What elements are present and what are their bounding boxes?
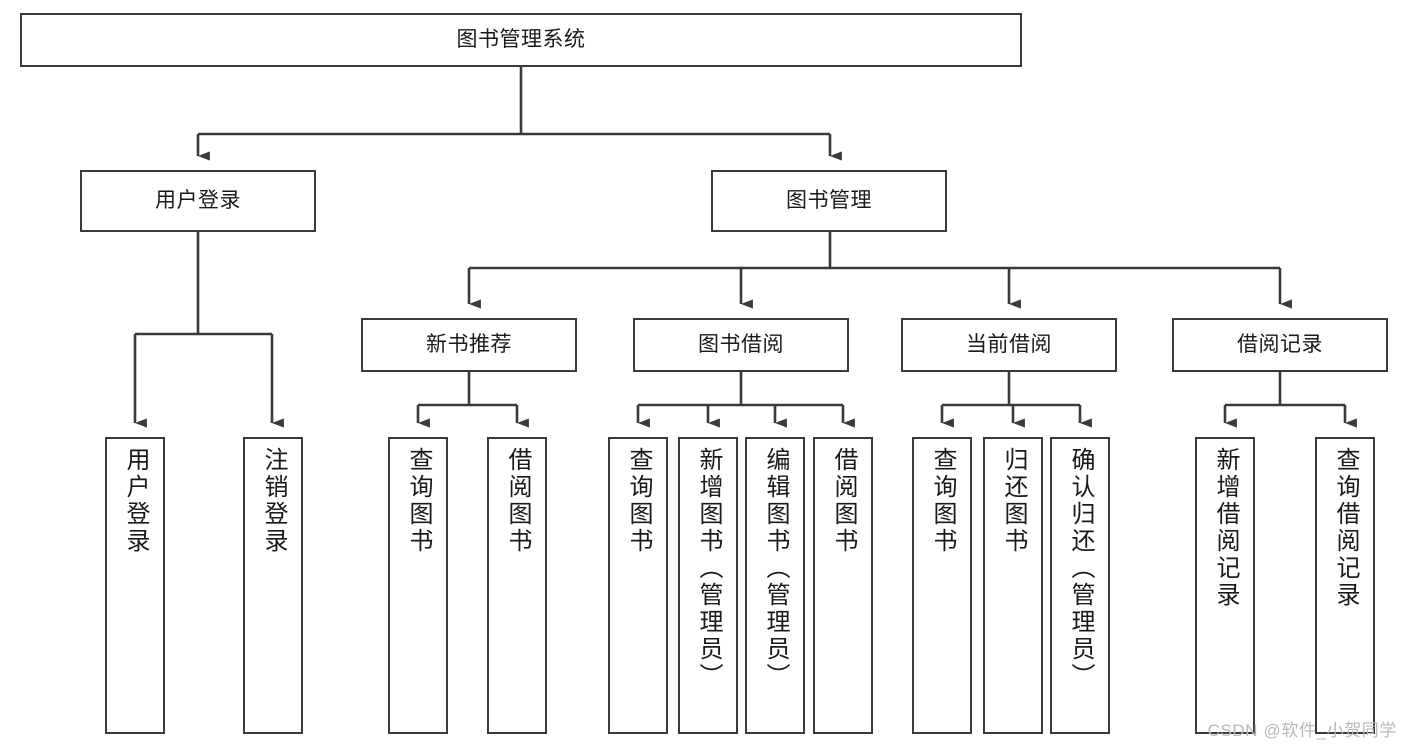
leaf-confirm-return-admin-label: 确认归还（管理员）	[1067, 447, 1094, 690]
node-new-book-recommend-label: 新书推荐	[426, 332, 512, 356]
leaf-query-book-recommend-label: 查询图书	[405, 447, 432, 555]
leaf-query-book-current[interactable]: 查询图书	[912, 437, 972, 734]
leaf-query-borrow-record[interactable]: 查询借阅记录	[1315, 437, 1375, 734]
node-book-management-label: 图书管理	[786, 188, 872, 212]
leaf-query-book-borrow-label: 查询图书	[625, 447, 652, 555]
leaf-query-book-current-label: 查询图书	[929, 447, 956, 555]
leaf-logout[interactable]: 注销登录	[243, 437, 303, 734]
leaf-logout-label: 注销登录	[260, 447, 287, 555]
node-book-borrow-label: 图书借阅	[698, 332, 784, 356]
node-new-book-recommend[interactable]: 新书推荐	[361, 318, 577, 372]
node-root[interactable]: 图书管理系统	[20, 13, 1022, 67]
leaf-edit-book-admin[interactable]: 编辑图书（管理员）	[745, 437, 805, 734]
node-book-borrow[interactable]: 图书借阅	[633, 318, 849, 372]
node-borrow-record[interactable]: 借阅记录	[1172, 318, 1388, 372]
node-current-borrow[interactable]: 当前借阅	[901, 318, 1117, 372]
leaf-add-book-admin-label: 新增图书（管理员）	[695, 447, 722, 690]
leaf-add-borrow-record[interactable]: 新增借阅记录	[1195, 437, 1255, 734]
leaf-borrow-book[interactable]: 借阅图书	[813, 437, 873, 734]
leaf-user-login-label: 用户登录	[122, 447, 149, 555]
leaf-add-book-admin[interactable]: 新增图书（管理员）	[678, 437, 738, 734]
leaf-user-login[interactable]: 用户登录	[105, 437, 165, 734]
leaf-borrow-book-recommend[interactable]: 借阅图书	[487, 437, 547, 734]
node-user-login[interactable]: 用户登录	[80, 170, 316, 232]
node-current-borrow-label: 当前借阅	[966, 332, 1052, 356]
leaf-query-book-borrow[interactable]: 查询图书	[608, 437, 668, 734]
leaf-query-book-recommend[interactable]: 查询图书	[388, 437, 448, 734]
node-borrow-record-label: 借阅记录	[1237, 332, 1323, 356]
leaf-confirm-return-admin[interactable]: 确认归还（管理员）	[1050, 437, 1110, 734]
leaf-return-book-label: 归还图书	[1000, 447, 1027, 555]
csdn-watermark: CSDN @软件_小贺同学	[1207, 721, 1397, 740]
leaf-query-borrow-record-label: 查询借阅记录	[1332, 447, 1359, 609]
node-user-login-label: 用户登录	[155, 188, 241, 212]
leaf-borrow-book-label: 借阅图书	[830, 447, 857, 555]
node-root-label: 图书管理系统	[456, 27, 586, 51]
node-book-management[interactable]: 图书管理	[711, 170, 947, 232]
leaf-borrow-book-recommend-label: 借阅图书	[504, 447, 531, 555]
leaf-return-book[interactable]: 归还图书	[983, 437, 1043, 734]
leaf-add-borrow-record-label: 新增借阅记录	[1212, 447, 1239, 609]
leaf-edit-book-admin-label: 编辑图书（管理员）	[762, 447, 789, 690]
